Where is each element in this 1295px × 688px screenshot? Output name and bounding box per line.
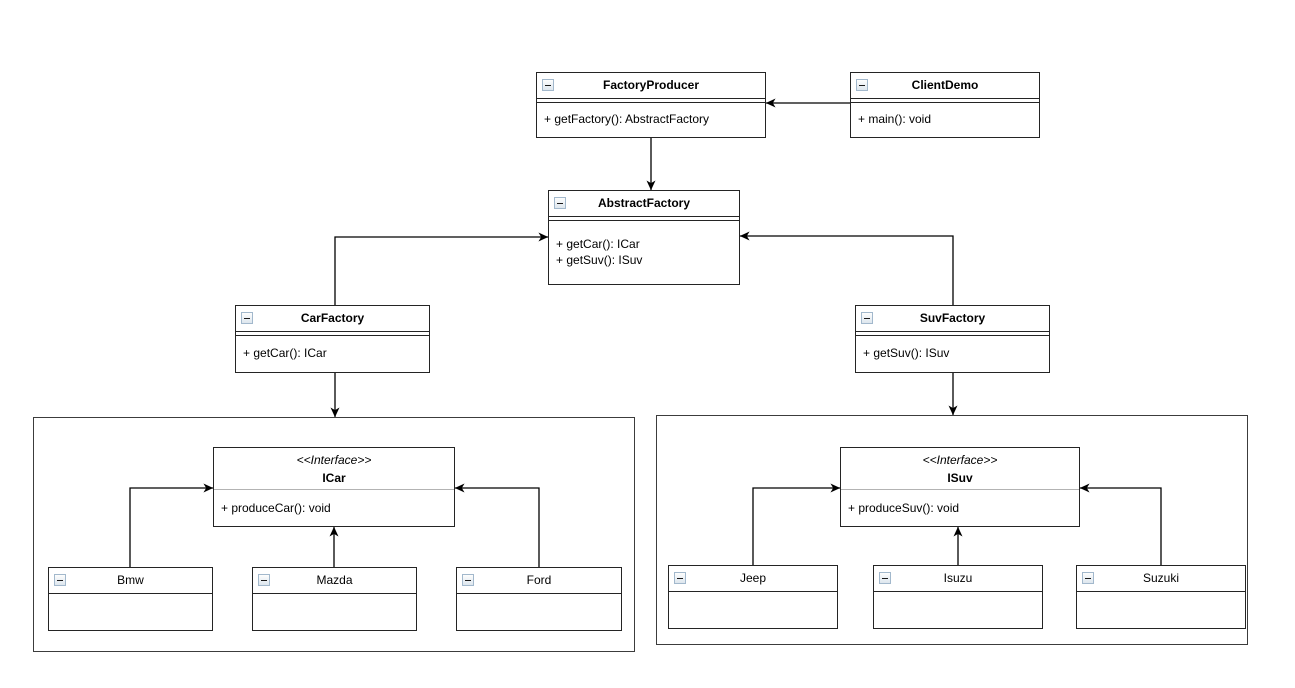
method-label: + produceSuv(): void (848, 500, 960, 515)
edge-suzuki-to-isuv[interactable] (1079, 483, 1162, 565)
methods-compartment (49, 594, 212, 630)
class-abstract-factory[interactable]: AbstractFactory + getCar(): ICar+ getSuv(… (548, 190, 740, 285)
methods-compartment: + getCar(): ICar (236, 336, 429, 372)
method-label: + getCar(): ICar (556, 237, 640, 251)
node-title: Suzuki (1142, 571, 1180, 585)
node-header: Jeep (669, 566, 837, 592)
edge-car-factory-to-abstract-factory[interactable] (334, 232, 549, 305)
node-header: Isuzu (874, 566, 1042, 592)
minus-glyph (864, 317, 870, 320)
collapse-minus-icon[interactable] (258, 574, 270, 586)
method-label: + getSuv(): ISuv (556, 252, 643, 267)
methods-compartment (1077, 592, 1245, 628)
collapse-minus-icon[interactable] (1082, 572, 1094, 584)
method-label: + getCar(): ICar (243, 346, 327, 361)
method-label: + main(): void (858, 112, 932, 127)
node-header: SuvFactory (856, 306, 1049, 332)
edge-jeep-to-isuv[interactable] (752, 483, 841, 565)
methods-compartment (457, 594, 621, 630)
class-factory-producer[interactable]: FactoryProducer + getFactory(): AbstractF… (536, 72, 766, 138)
methods-compartment: + getCar(): ICar+ getSuv(): ISuv (549, 221, 739, 284)
minus-glyph (57, 579, 63, 582)
methods-compartment: + produceCar(): void (214, 491, 454, 526)
class-isuzu[interactable]: Isuzu (873, 565, 1043, 629)
class-bmw[interactable]: Bmw (48, 567, 213, 631)
methods-compartment: + main(): void (851, 103, 1039, 137)
node-title: SuvFactory (919, 311, 986, 325)
methods-compartment (253, 594, 416, 630)
stereotype-label: <<Interface>> (296, 453, 372, 467)
edge-ford-to-icar[interactable] (454, 483, 540, 567)
minus-glyph (1085, 577, 1091, 580)
node-title: Ford (526, 573, 552, 587)
collapse-minus-icon[interactable] (542, 79, 554, 91)
methods-compartment (874, 592, 1042, 628)
node-title: AbstractFactory (597, 196, 691, 210)
collapse-minus-icon[interactable] (462, 574, 474, 586)
minus-glyph (859, 84, 865, 87)
collapse-minus-icon[interactable] (54, 574, 66, 586)
class-mazda[interactable]: Mazda (252, 567, 417, 631)
node-header: Bmw (49, 568, 212, 594)
node-title: Mazda (316, 573, 353, 587)
minus-glyph (545, 84, 551, 87)
methods-compartment: + produceSuv(): void (841, 491, 1079, 526)
node-header: Mazda (253, 568, 416, 594)
compartment-separator (851, 99, 1039, 103)
node-header: <<Interface>> ISuv (841, 448, 1079, 490)
node-title: ClientDemo (911, 78, 979, 92)
compartment-separator (537, 99, 765, 103)
node-header: Suzuki (1077, 566, 1245, 592)
node-title: CarFactory (300, 311, 365, 325)
minus-glyph (882, 577, 888, 580)
class-suv-factory[interactable]: SuvFactory + getSuv(): ISuv (855, 305, 1050, 373)
node-title: Bmw (117, 573, 144, 587)
compartment-separator (236, 332, 429, 336)
node-title: ISuv (947, 471, 973, 485)
node-title: Jeep (739, 571, 767, 585)
class-suzuki[interactable]: Suzuki (1076, 565, 1246, 629)
compartment-separator (856, 332, 1049, 336)
methods-compartment (669, 592, 837, 628)
compartment-separator (549, 217, 739, 221)
interface-icar[interactable]: <<Interface>> ICar + produceCar(): void (213, 447, 455, 527)
class-ford[interactable]: Ford (456, 567, 622, 631)
collapse-minus-icon[interactable] (861, 312, 873, 324)
node-header: FactoryProducer (537, 73, 765, 99)
minus-glyph (244, 317, 250, 320)
methods-compartment: + getFactory(): AbstractFactory (537, 103, 765, 137)
method-label: + produceCar(): void (221, 500, 331, 515)
node-title: ICar (322, 471, 346, 485)
stereotype-label: <<Interface>> (922, 453, 998, 467)
collapse-minus-icon[interactable] (241, 312, 253, 324)
methods-compartment: + getSuv(): ISuv (856, 336, 1049, 372)
node-header: ClientDemo (851, 73, 1039, 99)
edge-bmw-to-icar[interactable] (129, 483, 214, 567)
minus-glyph (677, 577, 683, 580)
class-client-demo[interactable]: ClientDemo + main(): void (850, 72, 1040, 138)
interface-isuv[interactable]: <<Interface>> ISuv + produceSuv(): void (840, 447, 1080, 527)
node-title: FactoryProducer (602, 78, 700, 92)
collapse-minus-icon[interactable] (879, 572, 891, 584)
class-car-factory[interactable]: CarFactory + getCar(): ICar (235, 305, 430, 373)
class-jeep[interactable]: Jeep (668, 565, 838, 629)
minus-glyph (261, 579, 267, 582)
minus-glyph (465, 579, 471, 582)
method-label: + getFactory(): AbstractFactory (544, 112, 710, 127)
node-header: AbstractFactory (549, 191, 739, 217)
collapse-minus-icon[interactable] (674, 572, 686, 584)
node-header: <<Interface>> ICar (214, 448, 454, 490)
node-header: CarFactory (236, 306, 429, 332)
edge-suv-factory-to-abstract-factory[interactable] (739, 231, 954, 305)
node-title: Isuzu (943, 571, 973, 585)
collapse-minus-icon[interactable] (856, 79, 868, 91)
collapse-minus-icon[interactable] (554, 197, 566, 209)
node-header: Ford (457, 568, 621, 594)
method-label: + getSuv(): ISuv (863, 346, 950, 361)
minus-glyph (557, 202, 563, 205)
